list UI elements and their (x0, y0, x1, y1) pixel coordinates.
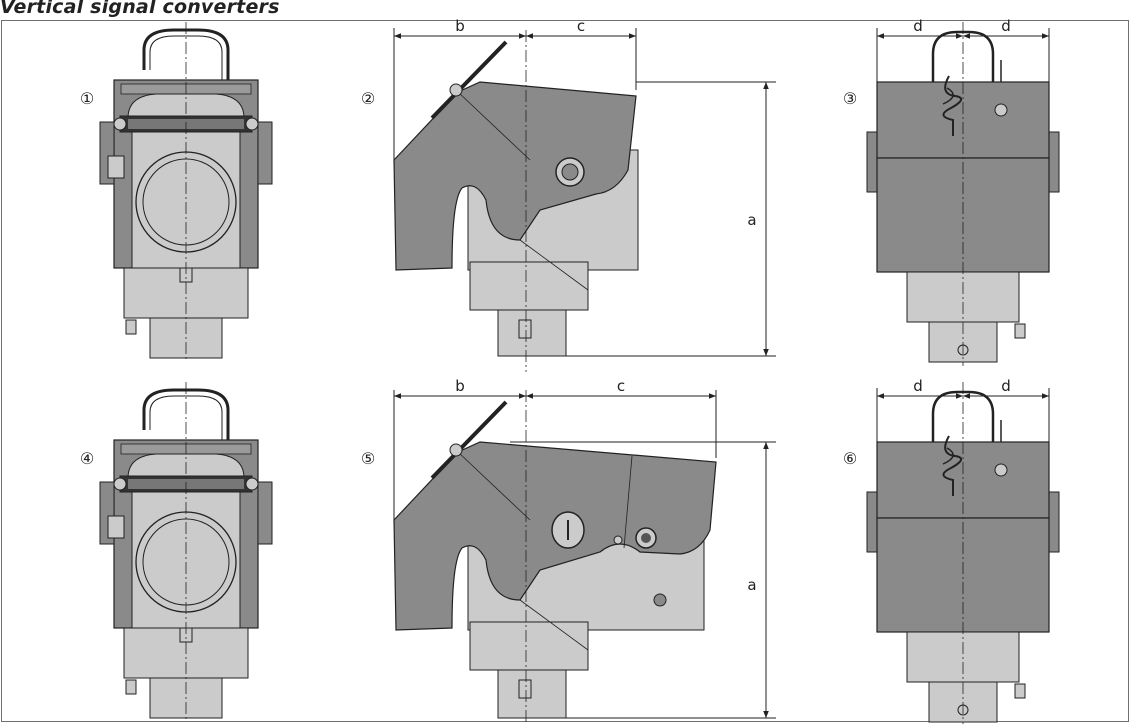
dim-label-d-1: d (913, 17, 923, 35)
view-number-3: ③ (843, 89, 857, 108)
view-number-1: ① (80, 89, 94, 108)
dim-label-b-2: b (455, 377, 465, 395)
view-number-4: ④ (80, 449, 94, 468)
view-number-2: ② (361, 89, 375, 108)
dim-label-a-1: a (747, 211, 756, 229)
dim-label-c-2: c (617, 377, 625, 395)
dim-label-d-4: d (1001, 377, 1011, 395)
dim-label-d-2: d (1001, 17, 1011, 35)
page-title: Vertical signal converters (0, 0, 280, 18)
view-number-6: ⑥ (843, 449, 857, 468)
drawing-frame (1, 20, 1129, 722)
side-view-2 (393, 30, 639, 372)
dim-label-d-3: d (913, 377, 923, 395)
dim-label-b-1: b (455, 17, 465, 35)
dim-label-c-1: c (577, 17, 585, 35)
side-view-5 (393, 390, 717, 722)
dimension-lines (393, 28, 1050, 719)
dim-label-a-2: a (747, 576, 756, 594)
view-number-5: ⑤ (361, 449, 375, 468)
